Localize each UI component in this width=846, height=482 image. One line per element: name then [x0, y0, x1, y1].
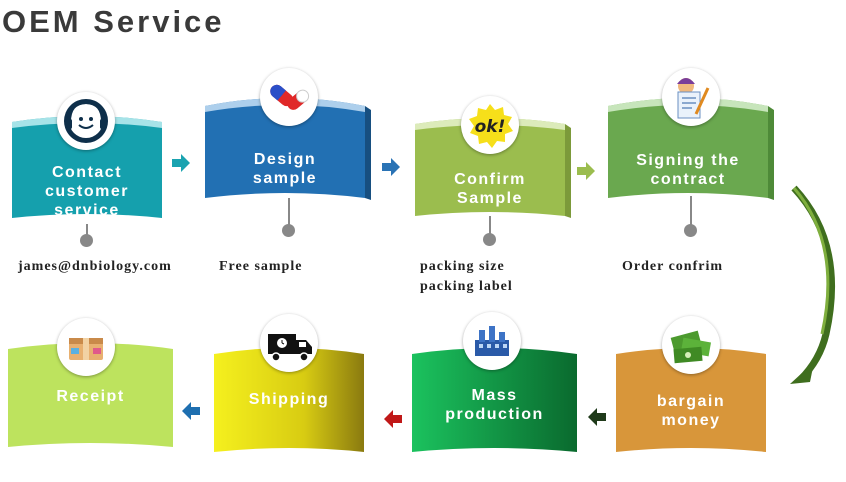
flow-arrow-left-icon [588, 408, 606, 426]
note-line: james@dnbiology.com [18, 259, 172, 274]
stage-mass-production: Mass production [412, 348, 577, 458]
capsules-icon [270, 84, 310, 110]
ok-icon: ok! [469, 104, 513, 148]
ok-badge: ok! [461, 96, 519, 154]
package-icon [69, 338, 103, 360]
note-design: Free sample [219, 257, 302, 277]
stage-label: Receipt [56, 388, 125, 405]
svg-text:ok!: ok! [475, 117, 506, 137]
money-icon [670, 330, 712, 364]
stage-label: Shipping [248, 391, 330, 408]
note-line: packing label [420, 279, 513, 294]
flow-arrow-left-icon [384, 410, 402, 428]
curved-arrow-icon [790, 185, 835, 384]
note-line: packing size [420, 259, 505, 274]
capsules-badge [260, 68, 318, 126]
connector-dot [483, 233, 496, 246]
stage-bargain-money: bargain money [616, 348, 766, 458]
stage-label: Confirm Sample [454, 171, 526, 207]
contract-badge [662, 68, 720, 126]
stage-design-sample: Design sample [205, 98, 371, 206]
stage-label: Design sample [252, 151, 318, 187]
card-shape [214, 348, 364, 452]
headset-badge [57, 92, 115, 150]
note-line: Order confrim [622, 259, 723, 274]
flow-arrow-left-icon [182, 402, 200, 420]
stage-label: bargain money [656, 393, 726, 429]
card-shape [8, 343, 173, 447]
connector-line [489, 216, 491, 236]
factory-icon [475, 326, 509, 356]
card-shape [412, 348, 577, 452]
stage-label: Contact customer service [44, 164, 130, 219]
card-shape [616, 348, 766, 452]
connector-dot [282, 224, 295, 237]
contract-icon [677, 78, 710, 119]
headset-icon [64, 99, 108, 143]
connector-dot [684, 224, 697, 237]
connector-line [86, 224, 88, 240]
stage-signing-contract: Signing the contract [608, 98, 774, 206]
note-line: Free sample [219, 259, 303, 274]
truck-icon [268, 334, 312, 362]
connector-dot [80, 234, 93, 247]
note-contact: james@dnbiology.com [18, 257, 172, 277]
truck-badge [260, 314, 318, 372]
note-contract: Order confrim [622, 257, 723, 277]
package-badge [57, 318, 115, 376]
flow-arrow-right-icon [172, 154, 190, 172]
connector-line [690, 196, 692, 226]
stage-label: Signing the contract [636, 152, 740, 188]
connector-line [288, 198, 290, 228]
stage-receipt: Receipt [8, 343, 173, 453]
flow-arrow-right-icon [382, 158, 400, 176]
card-shape [608, 98, 774, 200]
page-title: OEM Service [2, 4, 225, 39]
stage-shipping: Shipping [214, 348, 364, 458]
stage-contact-customer-service: Contact customer service [12, 116, 162, 224]
money-badge [662, 316, 720, 374]
stage-label: Mass production [445, 387, 544, 423]
factory-badge [463, 312, 521, 370]
flow-arrow-right-icon [577, 162, 595, 180]
note-confirm: packing size packing label [420, 257, 513, 297]
